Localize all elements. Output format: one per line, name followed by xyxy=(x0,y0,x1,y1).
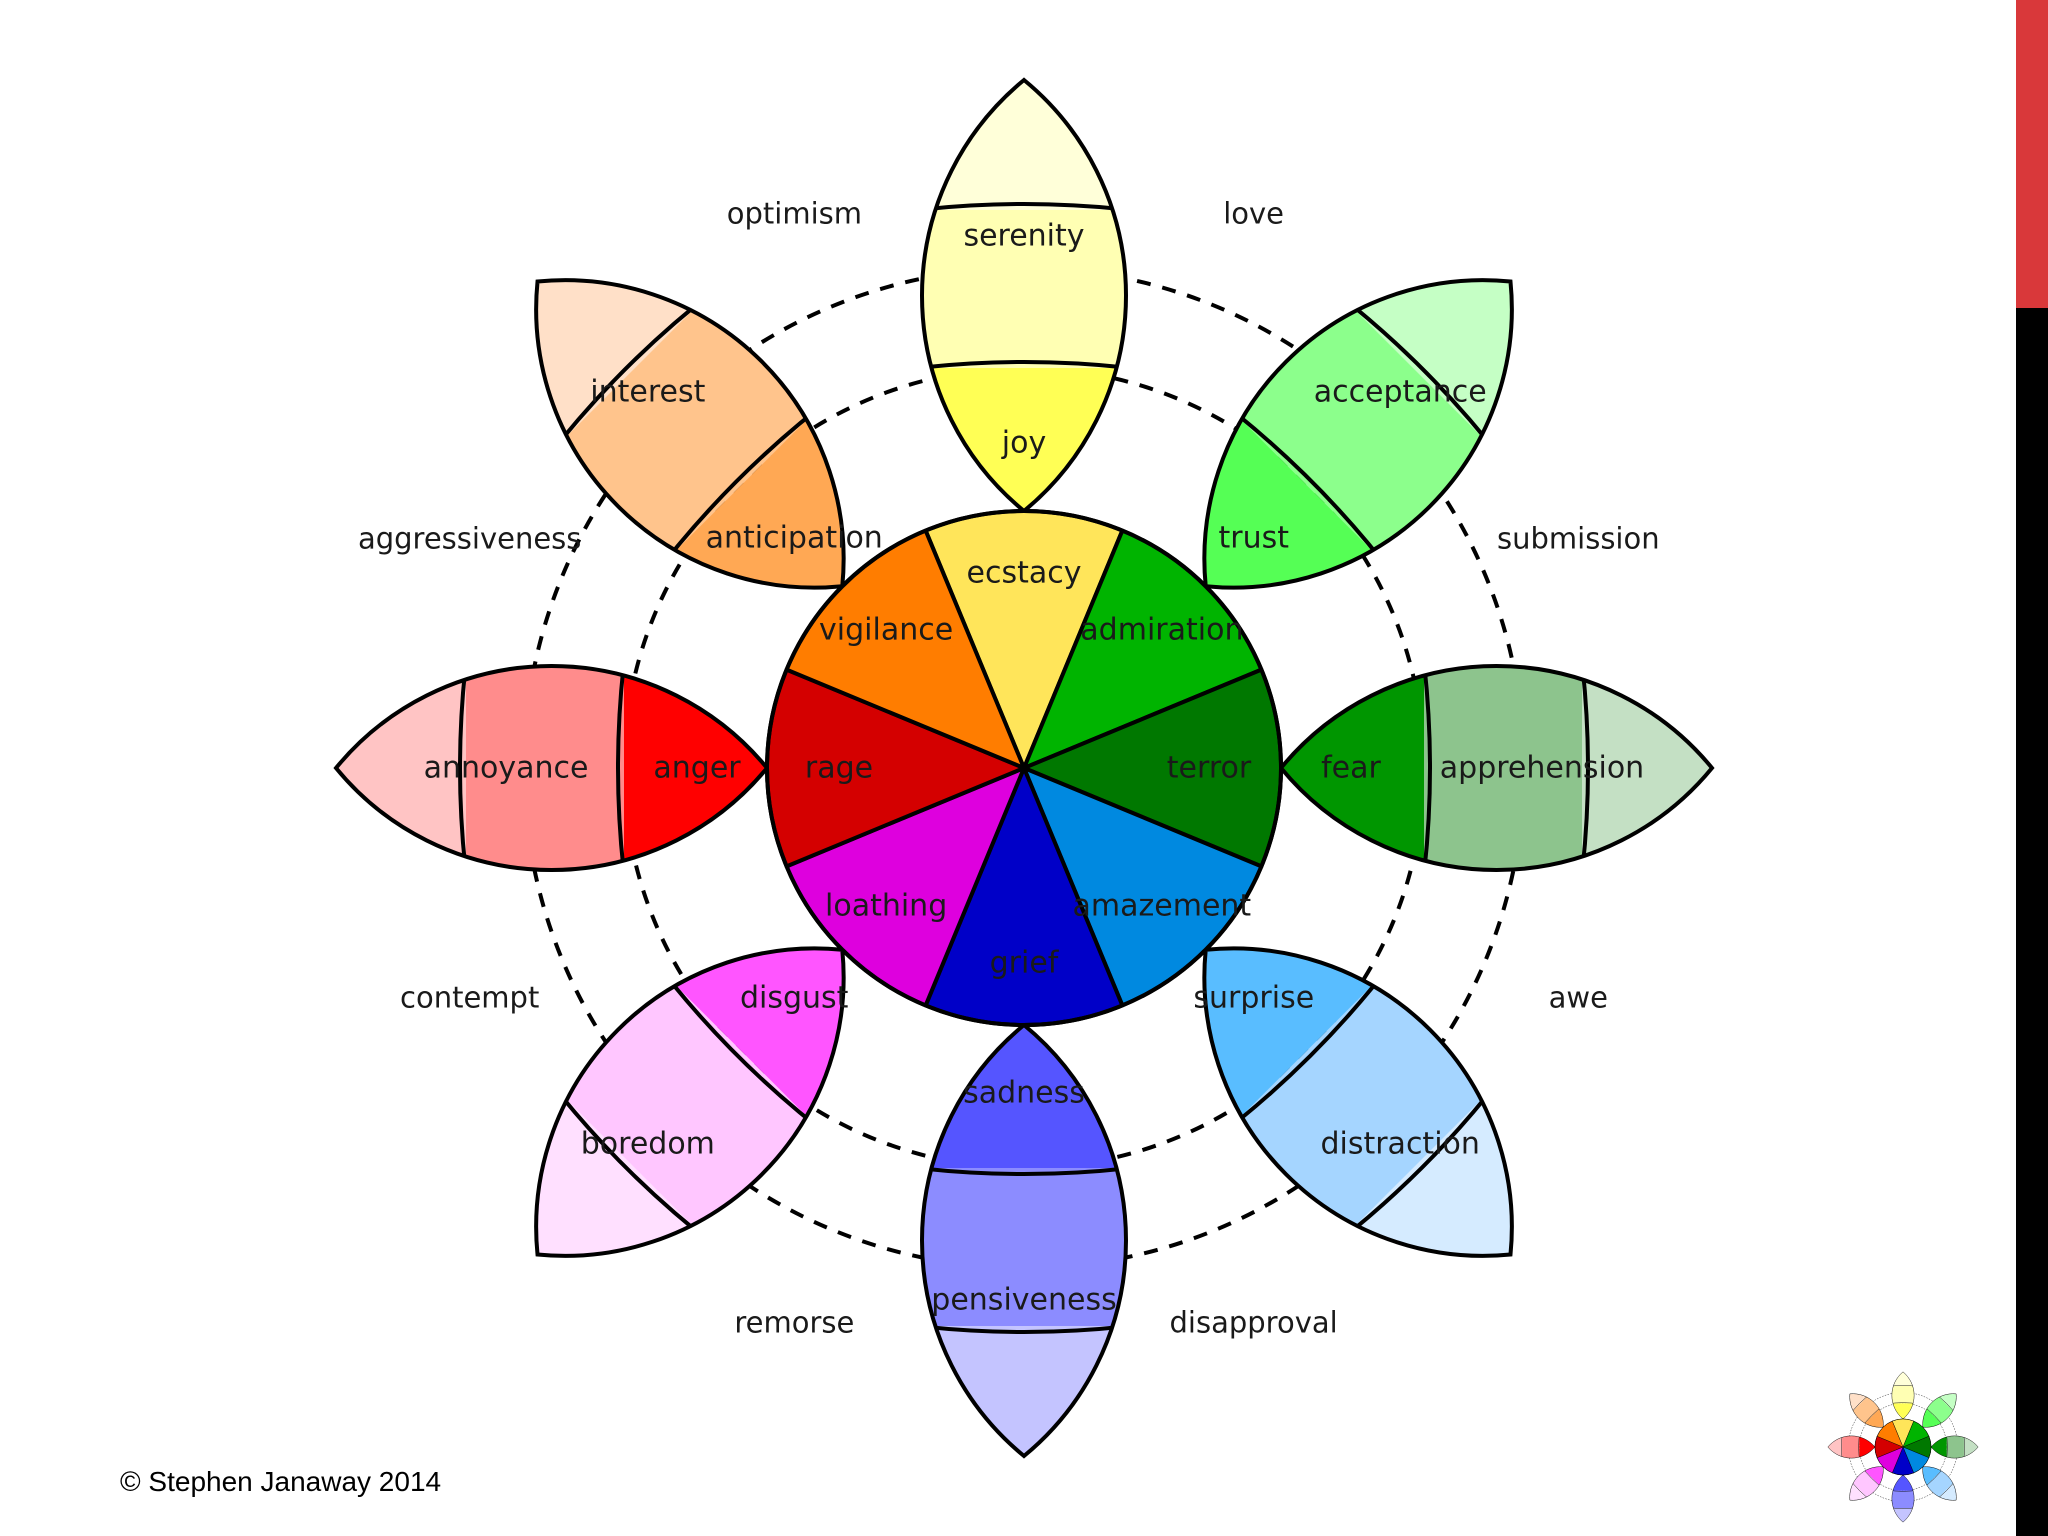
thumb-pensiveness-mid-band xyxy=(1891,1490,1915,1508)
serenity-band-divider xyxy=(921,202,1126,218)
label-interest: interest xyxy=(590,374,705,409)
thumb-annoyance-mid-band xyxy=(1842,1435,1860,1459)
pensiveness-band-divider xyxy=(922,1318,1127,1334)
label-sadness: sadness xyxy=(963,1076,1085,1111)
label-amazement: amazement xyxy=(1073,888,1252,923)
slide-accent-bar-red xyxy=(2016,0,2048,308)
thumb-apprehension-band-divider xyxy=(1945,1435,1948,1459)
label-surprise: surprise xyxy=(1193,980,1314,1015)
dyad-label-love: love xyxy=(1223,197,1284,231)
label-apprehension: apprehension xyxy=(1440,751,1644,786)
label-annoyance: annoyance xyxy=(424,751,589,786)
dyad-label-submission: submission xyxy=(1497,521,1660,555)
core-ring xyxy=(765,509,1283,1027)
label-grief: grief xyxy=(990,946,1060,981)
distraction-outline xyxy=(1202,946,1514,1258)
apprehension-band-divider xyxy=(1574,665,1590,870)
apprehension-outline xyxy=(1278,664,1715,872)
label-serenity: serenity xyxy=(963,219,1084,254)
label-terror: terror xyxy=(1167,751,1252,786)
boredom-outline xyxy=(534,946,846,1258)
label-fear: fear xyxy=(1321,751,1381,786)
pensiveness-band-divider xyxy=(922,1160,1127,1176)
label-disgust: disgust xyxy=(740,980,849,1015)
label-boredom: boredom xyxy=(581,1127,715,1162)
slide-accent-bar-black xyxy=(2016,308,2048,1536)
label-acceptance: acceptance xyxy=(1314,374,1487,409)
acceptance-outline xyxy=(1202,278,1514,590)
thumb-apprehension-band-divider xyxy=(1963,1435,1965,1459)
thumb-serenity-outline xyxy=(1891,1371,1915,1420)
thumb-annoyance-outline xyxy=(1827,1435,1876,1459)
label-distraction: distraction xyxy=(1320,1127,1479,1162)
copyright-notice: © Stephen Janaway 2014 xyxy=(120,1466,442,1497)
thumb-distraction-outline xyxy=(1922,1466,1957,1501)
thumb-acceptance-outline xyxy=(1922,1393,1957,1428)
thumb-annoyance-band-divider xyxy=(1858,1435,1861,1459)
serenity-band-divider xyxy=(921,360,1126,376)
dyad-label-optimism: optimism xyxy=(727,197,862,231)
thumb-serenity-mid-band xyxy=(1891,1386,1915,1404)
dyad-label-contempt: contempt xyxy=(400,981,539,1015)
dyad-label-aggressiveness: aggressiveness xyxy=(358,521,581,555)
label-anger: anger xyxy=(653,751,741,786)
thumb-interest-outline xyxy=(1849,1393,1884,1428)
annoyance-band-divider xyxy=(616,666,632,871)
thumb-boredom-outline xyxy=(1849,1466,1884,1501)
annoyance-band-divider xyxy=(458,666,474,871)
thumb-core-ring xyxy=(1874,1418,1932,1476)
thumb-annoyance-band-divider xyxy=(1841,1435,1843,1459)
thumb-serenity-band-divider xyxy=(1891,1402,1915,1405)
pensiveness-outline xyxy=(920,1022,1128,1459)
serenity-outline xyxy=(920,77,1128,514)
label-admiration: admiration xyxy=(1080,613,1243,648)
label-loathing: loathing xyxy=(825,888,947,923)
label-vigilance: vigilance xyxy=(819,613,953,648)
dyad-label-awe: awe xyxy=(1549,981,1608,1015)
dyad-label-remorse: remorse xyxy=(734,1305,854,1339)
dyad-label-disapproval: disapproval xyxy=(1170,1305,1338,1339)
thumb-pensiveness-outline xyxy=(1891,1474,1915,1523)
label-anticipation: anticipation xyxy=(706,521,883,556)
label-ecstacy: ecstacy xyxy=(967,556,1082,591)
thumb-apprehension-outline xyxy=(1930,1435,1979,1459)
thumb-serenity-band-divider xyxy=(1891,1385,1915,1387)
label-rage: rage xyxy=(805,751,873,786)
annoyance-outline xyxy=(333,664,770,872)
label-pensiveness: pensiveness xyxy=(931,1283,1116,1318)
label-trust: trust xyxy=(1219,521,1290,556)
apprehension-band-divider xyxy=(1416,665,1432,870)
wheel-thumbnail-image xyxy=(1827,1371,1979,1523)
interest-outline xyxy=(534,278,846,590)
thumb-pensiveness-band-divider xyxy=(1891,1507,1915,1509)
thumb-pensiveness-band-divider xyxy=(1891,1489,1915,1492)
label-joy: joy xyxy=(1001,426,1046,461)
